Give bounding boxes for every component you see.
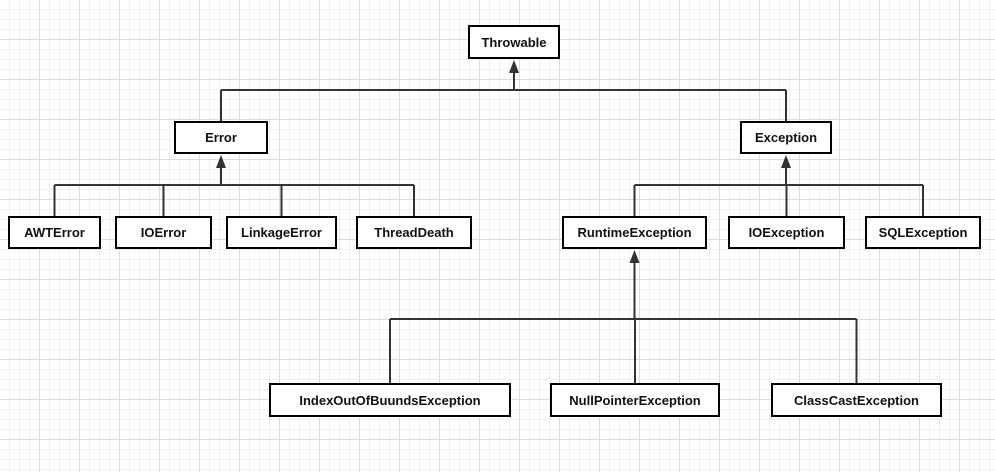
node-sql-exception[interactable]: SQLException: [865, 216, 981, 249]
node-throwable[interactable]: Throwable: [468, 25, 560, 59]
node-null-pointer-exception[interactable]: NullPointerException: [550, 383, 720, 417]
node-thread-death[interactable]: ThreadDeath: [356, 216, 472, 249]
node-class-cast-exception[interactable]: ClassCastException: [771, 383, 942, 417]
node-linkage-error[interactable]: LinkageError: [226, 216, 337, 249]
node-io-error[interactable]: IOError: [115, 216, 212, 249]
arrowhead-error: [216, 155, 226, 168]
node-index-out-of-bounds-exception[interactable]: IndexOutOfBuundsException: [269, 383, 511, 417]
node-io-exception[interactable]: IOException: [728, 216, 845, 249]
node-awt-error[interactable]: AWTError: [8, 216, 101, 249]
arrowhead-runtime_exception: [629, 250, 640, 263]
arrowhead-exception: [781, 155, 791, 168]
node-runtime-exception[interactable]: RuntimeException: [562, 216, 707, 249]
node-error[interactable]: Error: [174, 121, 268, 154]
node-exception[interactable]: Exception: [740, 121, 832, 154]
arrowhead-throwable: [509, 60, 519, 73]
